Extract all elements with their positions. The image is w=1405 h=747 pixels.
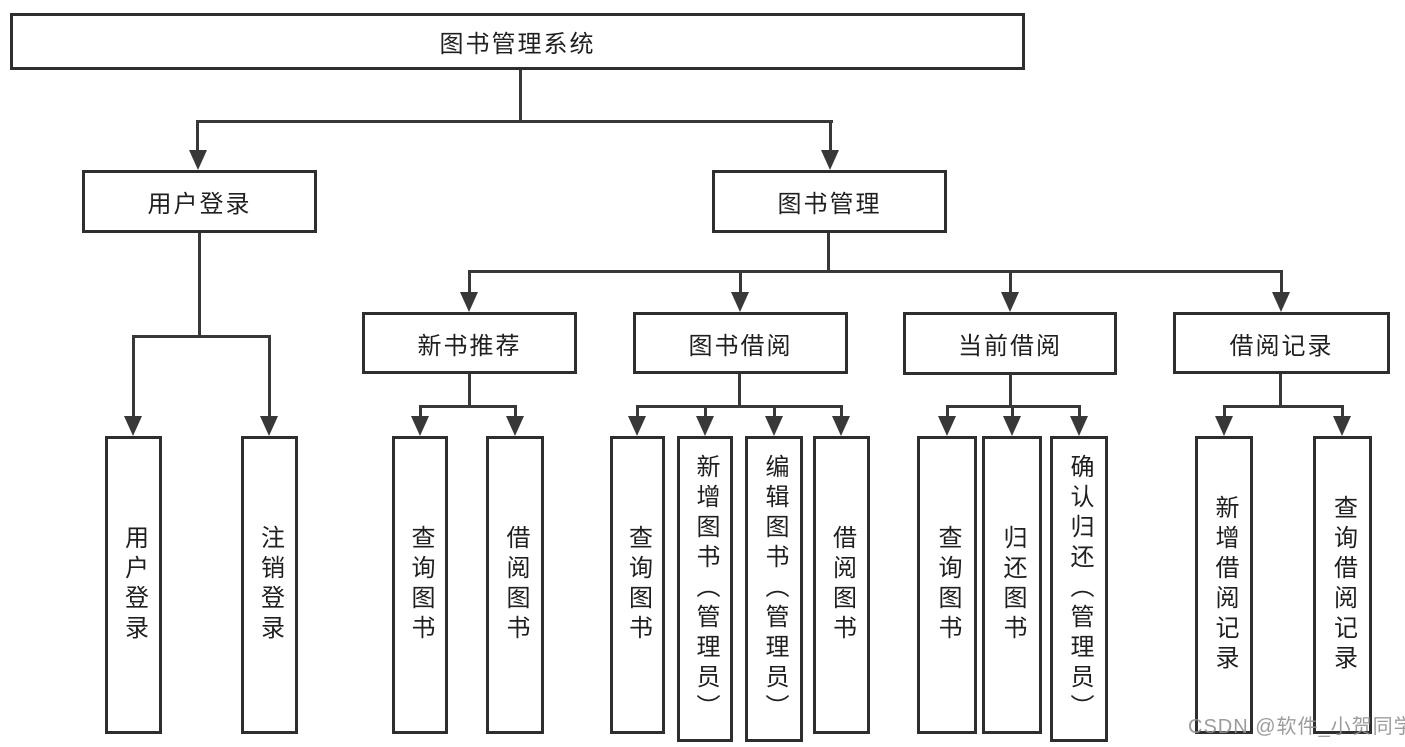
connector-line — [468, 270, 471, 296]
arrowhead-down-icon — [832, 416, 850, 436]
connector-line — [773, 405, 776, 420]
leaf-confirm-return-admin: 确认归还（管理员） — [1050, 436, 1108, 742]
connector-line — [1011, 405, 1014, 420]
connector-line — [268, 335, 271, 420]
connector-line — [636, 405, 639, 420]
arrowhead-down-icon — [1215, 416, 1233, 436]
leaf-label: 编辑图书（管理员） — [761, 454, 788, 724]
arrowhead-down-icon — [1333, 416, 1351, 436]
leaf-label: 借阅图书 — [502, 525, 529, 645]
leaf-label: 查询图书 — [624, 525, 652, 645]
leaf-label: 查询借阅记录 — [1329, 495, 1357, 675]
connector-line — [419, 405, 516, 408]
arrowhead-down-icon — [1272, 292, 1290, 312]
leaf-borrow-books-borrowing: 借阅图书 — [813, 436, 870, 734]
connector-line — [840, 405, 843, 420]
leaf-label: 新增图书（管理员） — [692, 454, 719, 724]
arrowhead-down-icon — [260, 416, 278, 436]
leaf-add-book-admin: 新增图书（管理员） — [677, 436, 733, 742]
connector-line — [132, 335, 135, 420]
leaf-label: 查询图书 — [407, 525, 434, 645]
leaf-label: 新增借阅记录 — [1211, 495, 1238, 675]
connector-line — [1009, 270, 1012, 296]
leaf-user-login: 用户登录 — [105, 436, 162, 734]
leaf-label: 用户登录 — [120, 525, 148, 645]
connector-line — [829, 120, 832, 154]
node-book-management: 图书管理 — [712, 170, 947, 233]
arrowhead-down-icon — [506, 416, 524, 436]
node-library-system: 图书管理系统 — [10, 13, 1025, 70]
leaf-label: 查询图书 — [934, 525, 961, 645]
connector-line — [419, 405, 422, 420]
connector-line — [946, 405, 949, 420]
leaf-label: 确认归还（管理员） — [1066, 454, 1093, 724]
leaf-label: 归还图书 — [999, 525, 1026, 645]
leaf-logout: 注销登录 — [241, 436, 298, 734]
arrowhead-down-icon — [411, 416, 429, 436]
connector-line — [827, 233, 830, 272]
connector-line — [739, 270, 742, 296]
connector-line — [468, 374, 471, 407]
arrowhead-down-icon — [460, 292, 478, 312]
connector-line — [132, 335, 271, 338]
connector-line — [1280, 270, 1283, 296]
connector-line — [1223, 405, 1344, 408]
arrowhead-down-icon — [1001, 292, 1019, 312]
connector-line — [198, 233, 201, 337]
arrowhead-down-icon — [628, 416, 646, 436]
connector-line — [468, 270, 1282, 273]
leaf-query-borrow-record: 查询借阅记录 — [1313, 436, 1372, 734]
node-book-borrowing: 图书借阅 — [633, 312, 848, 374]
leaf-add-borrow-record: 新增借阅记录 — [1195, 436, 1253, 734]
connector-line — [738, 374, 741, 407]
node-new-book-recommendation: 新书推荐 — [362, 312, 577, 374]
watermark: CSDN @软件_小贺同学 — [1188, 716, 1405, 738]
arrowhead-down-icon — [124, 416, 142, 436]
leaf-edit-book-admin: 编辑图书（管理员） — [745, 436, 803, 742]
leaf-label: 注销登录 — [256, 525, 284, 645]
connector-line — [196, 120, 199, 154]
connector-line — [196, 120, 833, 123]
connector-line — [1009, 374, 1012, 407]
connector-line — [1341, 405, 1344, 420]
connector-line — [1223, 405, 1226, 420]
leaf-query-books-recommend: 查询图书 — [392, 436, 448, 734]
node-user-login: 用户登录 — [82, 170, 317, 233]
connector-line — [636, 405, 843, 408]
connector-line — [704, 405, 707, 420]
arrowhead-down-icon — [1003, 416, 1021, 436]
leaf-query-books-current: 查询图书 — [917, 436, 977, 734]
leaf-borrow-books-recommend: 借阅图书 — [486, 436, 544, 734]
arrowhead-down-icon — [1070, 416, 1088, 436]
arrowhead-down-icon — [765, 416, 783, 436]
connector-line — [1279, 374, 1282, 407]
node-current-borrowing: 当前借阅 — [903, 312, 1117, 375]
arrowhead-down-icon — [821, 150, 839, 170]
node-borrowing-records: 借阅记录 — [1173, 312, 1390, 374]
arrowhead-down-icon — [189, 150, 207, 170]
arrowhead-down-icon — [731, 292, 749, 312]
leaf-query-books-borrowing: 查询图书 — [610, 436, 665, 734]
connector-line — [519, 70, 522, 122]
connector-line — [514, 405, 517, 420]
connector-line — [1078, 405, 1081, 420]
leaf-return-books: 归还图书 — [982, 436, 1042, 734]
arrowhead-down-icon — [696, 416, 714, 436]
arrowhead-down-icon — [938, 416, 956, 436]
leaf-label: 借阅图书 — [828, 525, 856, 645]
